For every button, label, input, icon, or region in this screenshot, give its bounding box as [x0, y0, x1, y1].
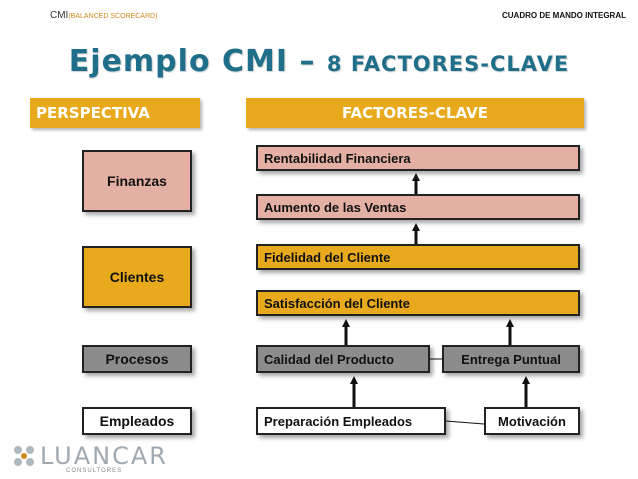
- perspective-finanzas: Finanzas: [82, 150, 192, 212]
- factor-label: Satisfacción del Cliente: [264, 295, 410, 311]
- factor-satisfaccion-cliente: Satisfacción del Cliente: [256, 290, 580, 316]
- header-cmi-subtitle: (BALANCED SCORECARD): [68, 13, 158, 20]
- factor-label: Motivación: [498, 413, 566, 429]
- factor-label: Preparación Empleados: [264, 413, 413, 429]
- factor-label: Aumento de las Ventas: [264, 199, 407, 215]
- logo-subtitle: CONSULTORES: [66, 468, 123, 474]
- factores-header: FACTORES-CLAVE: [246, 98, 584, 128]
- connector-preparacion-motivacion: [445, 420, 485, 425]
- perspective-label: Empleados: [99, 413, 175, 429]
- factor-preparacion-empleados: Preparación Empleados: [256, 407, 446, 435]
- header-right: CUADRO DE MANDO INTEGRAL: [502, 11, 626, 20]
- title-main: Ejemplo CMI –: [68, 44, 327, 79]
- factor-fidelidad-cliente: Fidelidad del Cliente: [256, 244, 580, 270]
- factor-label: Rentabilidad Financiera: [264, 150, 411, 166]
- page-title: Ejemplo CMI – 8 FACTORES-CLAVE: [0, 44, 638, 79]
- factor-calidad-producto: Calidad del Producto: [256, 345, 430, 373]
- header-cmi: CMI: [50, 10, 69, 21]
- perspective-procesos: Procesos: [82, 345, 192, 373]
- header-left: CMI(BALANCED SCORECARD): [50, 10, 157, 21]
- title-secondary: 8 FACTORES-CLAVE: [326, 52, 570, 76]
- luancar-logo-icon: [14, 446, 34, 466]
- factor-motivacion: Motivación: [484, 407, 580, 435]
- perspectiva-header: PERSPECTIVA: [30, 98, 200, 128]
- perspective-empleados: Empleados: [82, 407, 192, 435]
- factor-label: Fidelidad del Cliente: [264, 249, 391, 265]
- perspective-label: Clientes: [109, 269, 165, 285]
- factor-aumento-ventas: Aumento de las Ventas: [256, 194, 580, 220]
- factor-label: Calidad del Producto: [264, 351, 395, 367]
- logo-name: LUANCAR: [40, 442, 168, 470]
- perspective-clientes: Clientes: [82, 246, 192, 308]
- perspective-label: Procesos: [105, 351, 169, 367]
- factor-rentabilidad-financiera: Rentabilidad Financiera: [256, 145, 580, 171]
- factor-label: Entrega Puntual: [461, 351, 561, 367]
- perspective-label: Finanzas: [107, 173, 167, 189]
- factor-entrega-puntual: Entrega Puntual: [442, 345, 580, 373]
